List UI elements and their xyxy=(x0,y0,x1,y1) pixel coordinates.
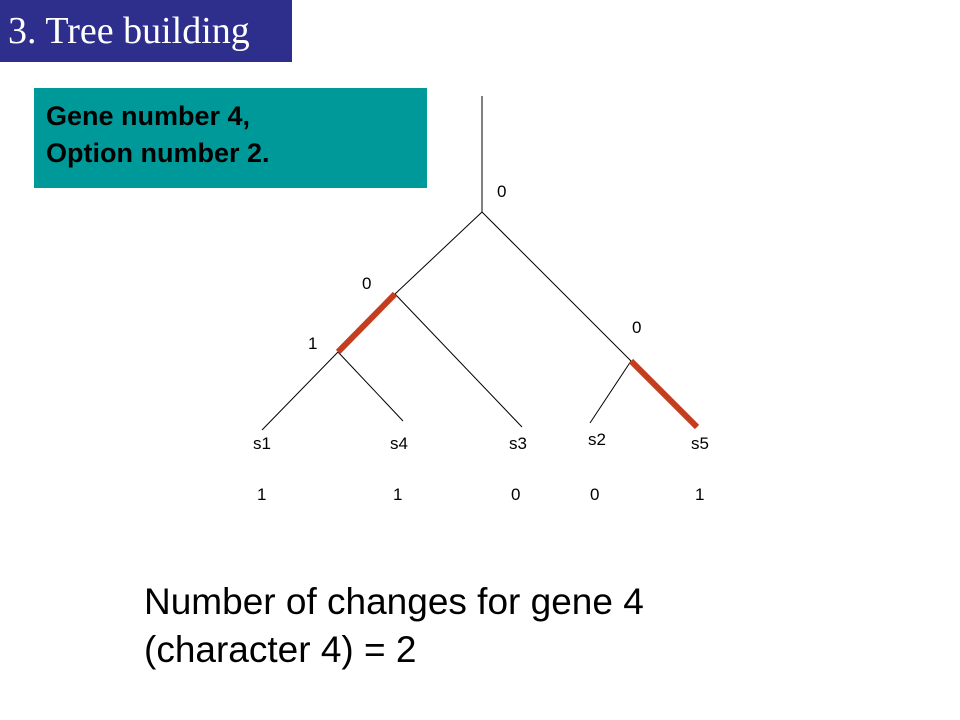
taxon-label-s3: s3 xyxy=(509,434,527,453)
change-branch-s1s4 xyxy=(335,291,398,355)
taxon-label-s5: s5 xyxy=(691,434,709,453)
taxon-state-s5: 1 xyxy=(695,485,704,504)
taxon-label-s1: s1 xyxy=(253,434,271,453)
option-number-label: Option number 2. xyxy=(46,138,270,168)
branch-to-s4 xyxy=(337,351,404,422)
change-branch-s5 xyxy=(628,358,700,430)
s1s4-node-state-label: 1 xyxy=(308,334,317,353)
gene-option-box: Gene number 4, Option number 2. xyxy=(34,88,427,188)
root-state-label: 0 xyxy=(497,182,506,201)
taxon-label-s2: s2 xyxy=(588,430,606,449)
gene-number-label: Gene number 4, xyxy=(46,101,251,131)
branch-root-to-left xyxy=(394,211,483,295)
branch-to-s2 xyxy=(589,360,632,424)
right-node-state-label: 0 xyxy=(632,318,641,337)
branch-to-s1 xyxy=(261,351,339,431)
slide-title: 3. Tree building xyxy=(0,0,292,62)
changes-summary-line1: Number of changes for gene 4 xyxy=(144,581,644,622)
taxon-label-s4: s4 xyxy=(390,434,408,453)
changes-summary: Number of changes for gene 4 (character … xyxy=(144,578,644,674)
changes-summary-line2: (character 4) = 2 xyxy=(144,629,417,670)
left-node-state-label: 0 xyxy=(362,274,371,293)
taxon-state-s2: 0 xyxy=(590,485,599,504)
taxon-state-s3: 0 xyxy=(511,485,520,504)
taxon-state-s4: 1 xyxy=(393,485,402,504)
branch-root-to-right xyxy=(481,211,632,362)
branch-left-to-s3 xyxy=(394,293,523,428)
taxon-state-s1: 1 xyxy=(257,485,266,504)
